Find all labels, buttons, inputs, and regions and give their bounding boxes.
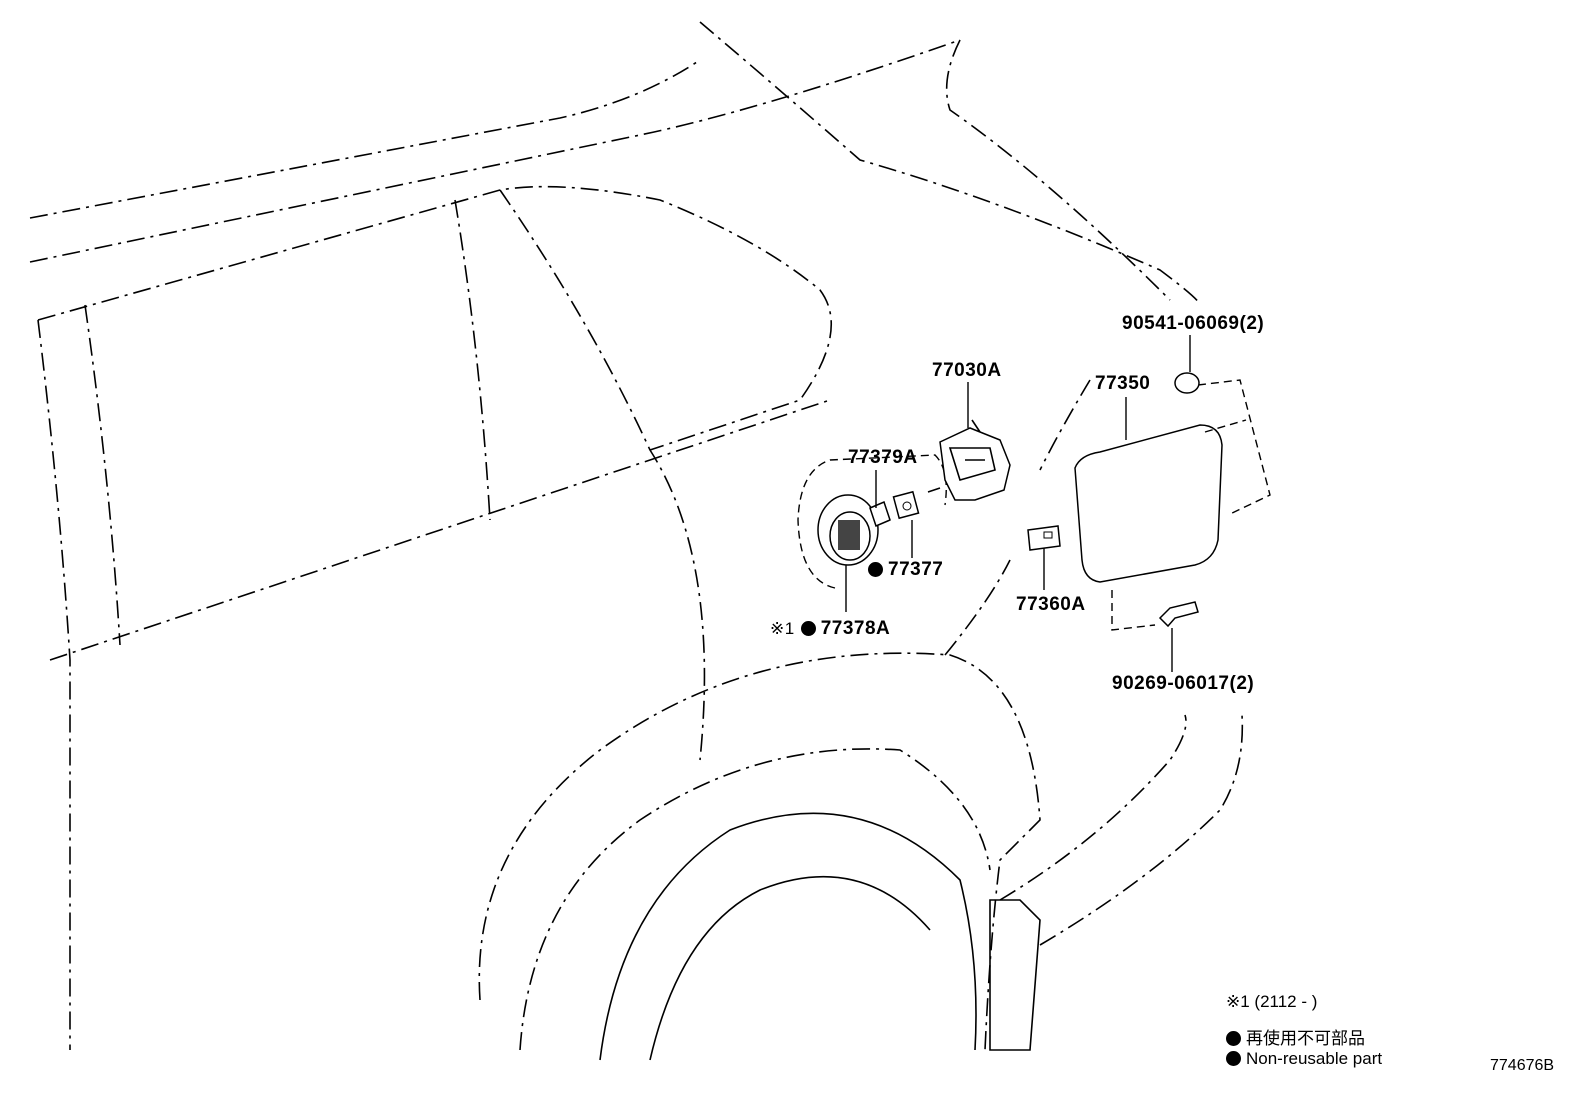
rivet-bolt — [1158, 601, 1199, 628]
callout-77377-text: 77377 — [888, 559, 944, 580]
caution-label-mark — [1043, 531, 1053, 539]
legend-nonreusable-en-text: Non-reusable part — [1246, 1049, 1383, 1068]
bolt-link — [1111, 590, 1156, 631]
fuel-lid-opener-actuator — [939, 427, 1011, 501]
quarter-panel-line — [944, 559, 1011, 656]
d-pillar — [499, 189, 706, 761]
roof-line — [29, 59, 701, 219]
figure-id: 774676B — [1490, 1057, 1555, 1074]
callout-90541-06069: 90541-06069(2) — [1122, 313, 1265, 334]
rear-glass-line — [945, 39, 1171, 301]
gasket-hole — [902, 501, 912, 511]
callout-77350: 77350 — [1095, 373, 1151, 394]
bumper-line — [999, 714, 1187, 901]
non-reusable-dot-icon — [1226, 1031, 1241, 1046]
roof-rail-line — [29, 39, 961, 263]
rear-pillar — [37, 319, 71, 1050]
c-pillar — [454, 199, 491, 521]
window-frame — [37, 185, 832, 451]
door-line — [84, 304, 121, 646]
fuel-lid-panel — [1074, 424, 1223, 583]
legend-nonreusable-ja: 再使用不可部品 — [1226, 1024, 1365, 1049]
actuator-detail — [927, 419, 996, 493]
gasket-plate — [892, 490, 920, 520]
legend-note: ※1 (2112 - ) — [1226, 992, 1318, 1011]
legend-nonreusable-ja-text: 再使用不可部品 — [1246, 1029, 1365, 1048]
callout-77379a: 77379A — [848, 447, 918, 468]
rear-side-line — [1039, 379, 1091, 471]
non-reusable-dot-icon — [1226, 1051, 1241, 1066]
callout-77377: 77377 — [868, 559, 943, 581]
non-reusable-dot-icon — [800, 621, 816, 636]
cushion-clip — [1174, 372, 1200, 394]
clip-link-mid — [1204, 419, 1247, 433]
retainer-clip — [869, 500, 891, 528]
callout-77378a: ※1 77378A — [770, 618, 890, 640]
bumper-lower-line — [1039, 714, 1244, 946]
fuel-inlet-housing-slot — [838, 520, 860, 550]
wheel-arch-inner — [519, 748, 991, 1051]
tire-outer — [599, 812, 977, 1061]
callout-77378a-text: 77378A — [820, 618, 891, 639]
callout-77378a-mark: ※1 — [770, 619, 795, 638]
belt-line — [49, 399, 831, 661]
mudguard — [989, 899, 1041, 1051]
callout-77030a: 77030A — [932, 360, 1002, 381]
tire-inner — [649, 875, 931, 1061]
spoiler-line — [699, 21, 1201, 306]
callout-77360a: 77360A — [1016, 594, 1086, 615]
legend-nonreusable-en: Non-reusable part — [1226, 1049, 1382, 1069]
non-reusable-dot-icon — [868, 562, 883, 577]
callout-90269-06017: 90269-06017(2) — [1112, 673, 1255, 694]
clip-link-upper — [1197, 379, 1271, 516]
wheel-arch-outer — [478, 652, 1041, 1051]
